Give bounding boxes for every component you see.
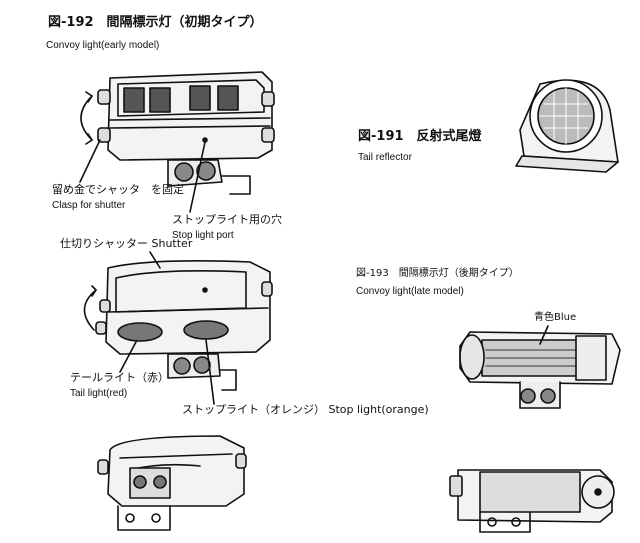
convoy-light-early-open-drawing [83, 251, 273, 405]
stop-port-label-jp: ストップライト用の穴 [172, 213, 282, 226]
convoy-light-late-underside-drawing [449, 469, 615, 533]
fig191-subtitle: Tail reflector [358, 152, 412, 163]
convoy-light-late-drawing [459, 325, 621, 409]
clasp-label-jp: 留め金でシャッタ を固定 [52, 183, 184, 196]
clasp-label-en: Clasp for shutter [52, 200, 126, 211]
tail-reflector-drawing [515, 79, 619, 173]
stop-port-label-en: Stop light port [172, 230, 234, 241]
shutter-label: 仕切りシャッター Shutter [60, 237, 193, 250]
convoy-light-early-underside-drawing [97, 435, 247, 531]
blue-label: 青色Blue [534, 312, 577, 323]
stop-light-orange-label: ストップライト（オレンジ） Stop light(orange) [182, 403, 429, 416]
fig191-title: 図-191 反射式尾燈 [358, 129, 482, 144]
fig193-title: 図-193 間隔標示灯（後期タイプ） [356, 268, 519, 279]
fig193-subtitle: Convoy light(late model) [356, 286, 464, 297]
fig192-title: 図-192 間隔標示灯（初期タイプ） [48, 15, 263, 30]
fig192-subtitle: Convoy light(early model) [46, 40, 160, 51]
tail-light-label-jp: テールライト（赤） [70, 371, 169, 384]
tail-light-label-en: Tail light(red) [70, 388, 128, 399]
convoy-light-early-closed-drawing [79, 71, 275, 213]
